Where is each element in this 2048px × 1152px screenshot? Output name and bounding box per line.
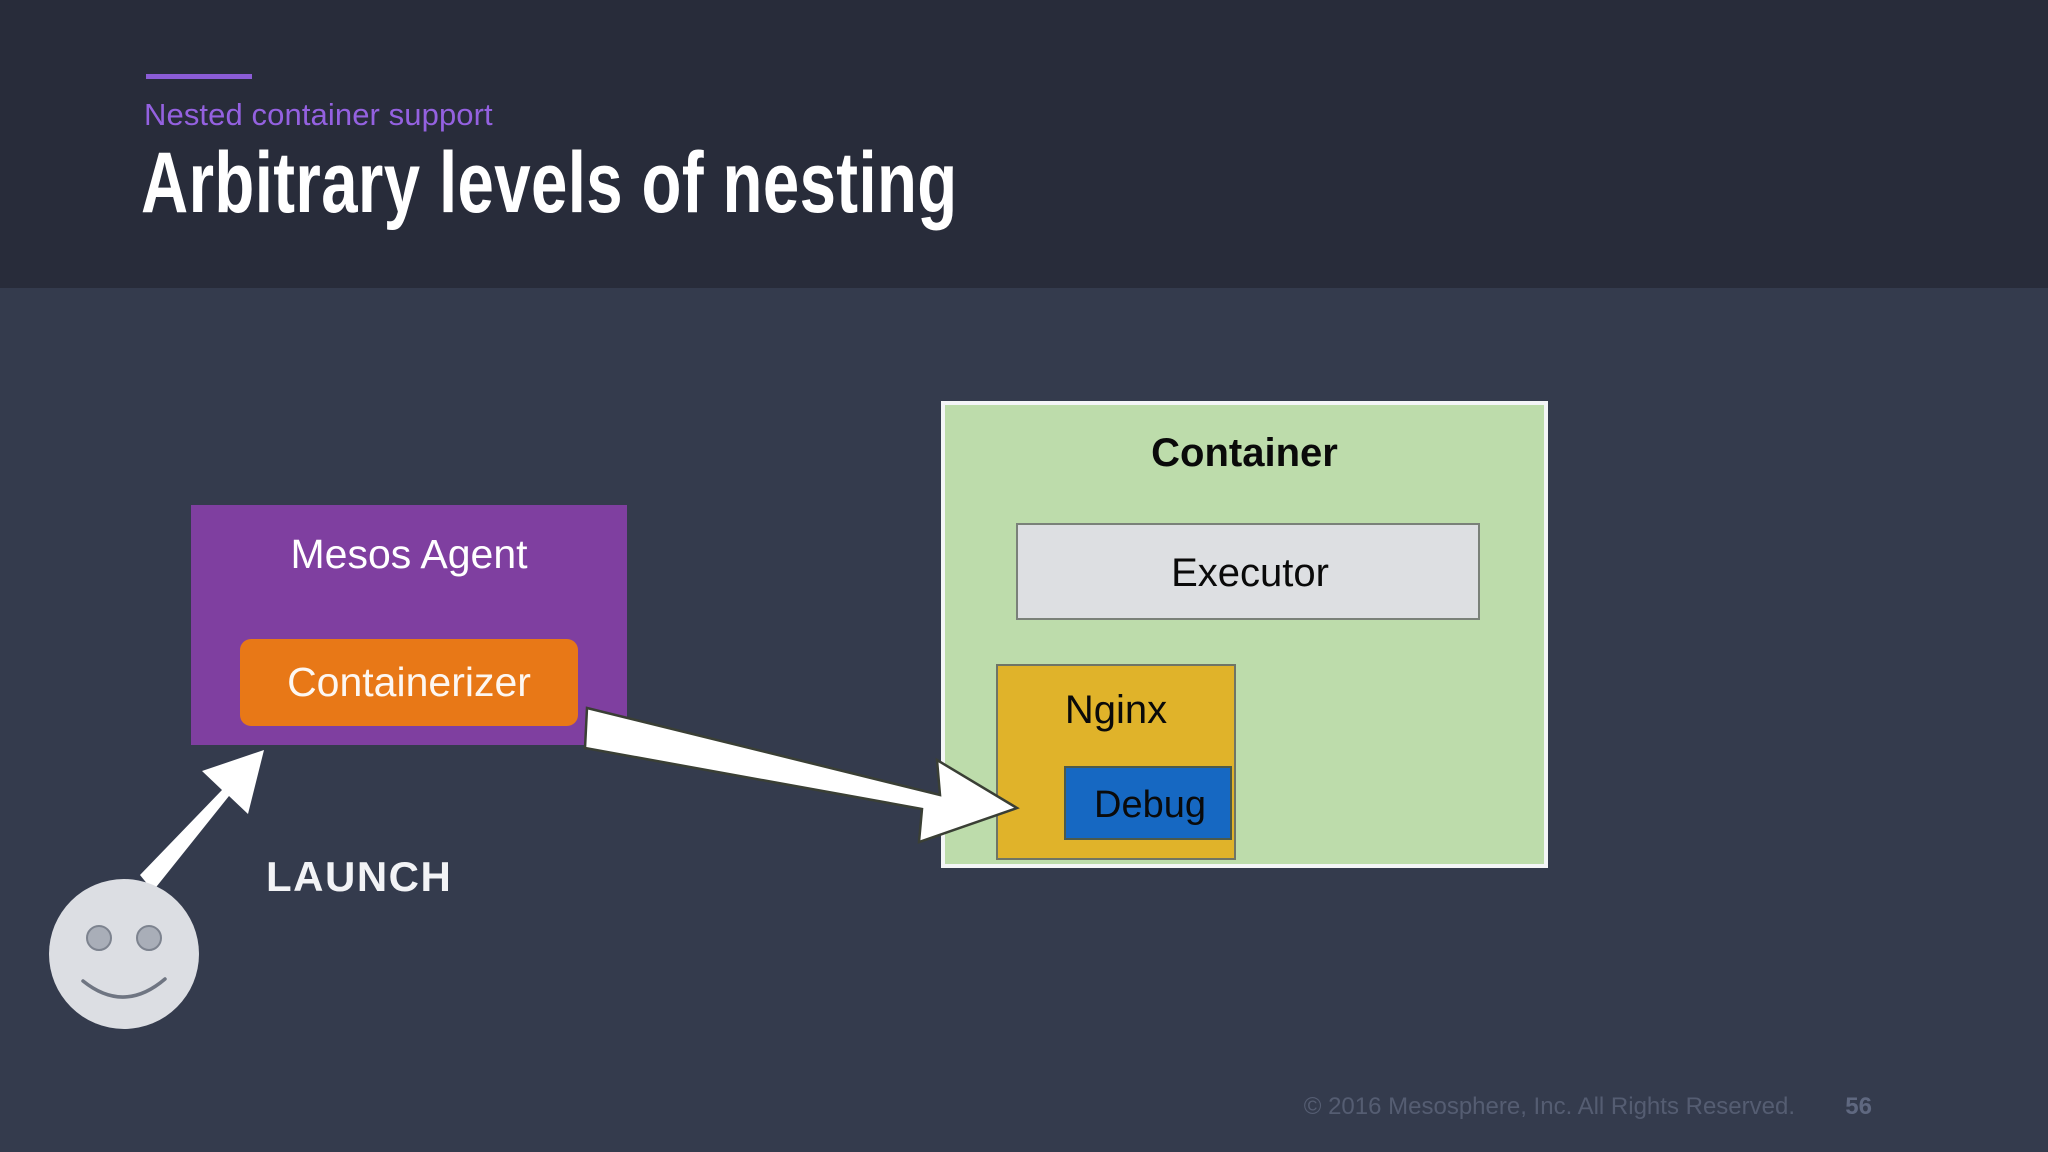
footer-copyright: © 2016 Mesosphere, Inc. All Rights Reser… [1303, 1093, 1795, 1120]
container-box: Container Executor Nginx Debug [941, 401, 1548, 868]
container-label: Container [1151, 431, 1338, 475]
page-title: Arbitrary levels of nesting [141, 135, 958, 231]
containerizer-label: Containerizer [287, 659, 531, 705]
title-accent-rule [146, 74, 252, 79]
nested-launch-arrow-icon [583, 706, 1020, 844]
nginx-box: Nginx Debug [996, 664, 1236, 860]
debug-box: Debug [1064, 766, 1232, 840]
nginx-label: Nginx [1064, 688, 1168, 732]
containerizer-box: Containerizer [240, 639, 578, 726]
slide-header-band [0, 0, 2048, 288]
launch-label: LAUNCH [266, 853, 453, 900]
mesos-agent-label: Mesos Agent [290, 531, 528, 577]
executor-box: Executor [1016, 523, 1480, 620]
launch-arrow-icon [140, 750, 264, 891]
executor-label: Executor [1171, 551, 1329, 595]
page-number: 56 [1845, 1093, 1872, 1120]
smiley-face-icon [49, 879, 199, 1029]
debug-label: Debug [1094, 783, 1206, 826]
mesos-agent-box: Mesos Agent Containerizer [191, 505, 627, 745]
slide-eyebrow: Nested container support [144, 97, 493, 132]
